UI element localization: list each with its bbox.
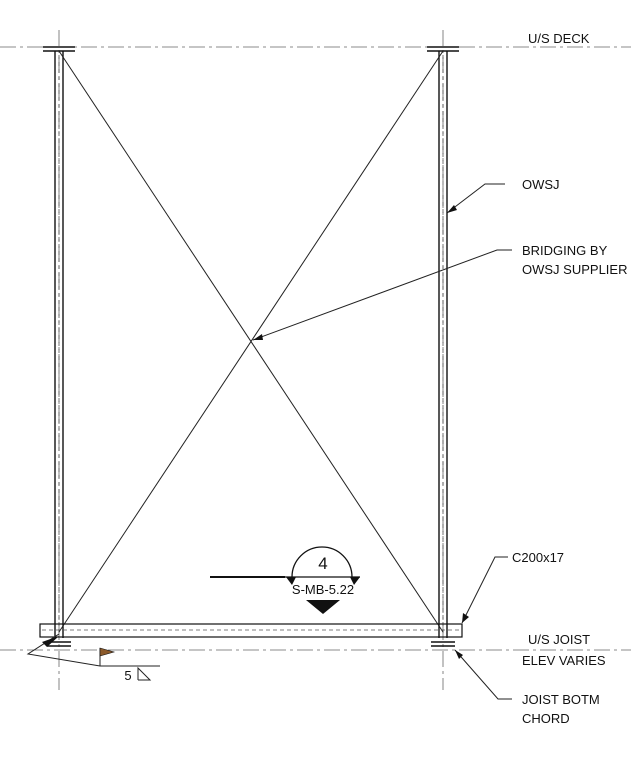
leaders bbox=[252, 183, 512, 700]
field-weld-flag bbox=[99, 647, 116, 657]
label-joist-botm-line2: CHORD bbox=[522, 711, 570, 726]
joist-centerlines bbox=[58, 30, 444, 690]
left-owsj bbox=[43, 46, 75, 647]
label-bridging-line1: BRIDGING BY bbox=[522, 243, 608, 258]
label-bridging-line2: OWSJ SUPPLIER bbox=[522, 262, 627, 277]
label-joist-botm-line1: JOIST BOTM bbox=[522, 692, 600, 707]
label-us-joist: U/S JOIST bbox=[528, 632, 590, 647]
cross-bridging bbox=[58, 50, 444, 633]
label-elev-varies: ELEV VARIES bbox=[522, 653, 606, 668]
section-sheet: S-MB-5.22 bbox=[292, 582, 354, 597]
weld-size: 5 bbox=[124, 668, 131, 683]
weld-symbol: 5 bbox=[26, 633, 160, 683]
section-number: 4 bbox=[318, 554, 327, 573]
section-marker[interactable]: 4 S-MB-5.22 bbox=[210, 546, 360, 614]
right-owsj bbox=[427, 46, 459, 647]
channel-c200x17 bbox=[39, 623, 463, 638]
label-owsj: OWSJ bbox=[522, 177, 560, 192]
label-channel: C200x17 bbox=[512, 550, 564, 565]
label-us-deck: U/S DECK bbox=[528, 31, 590, 46]
